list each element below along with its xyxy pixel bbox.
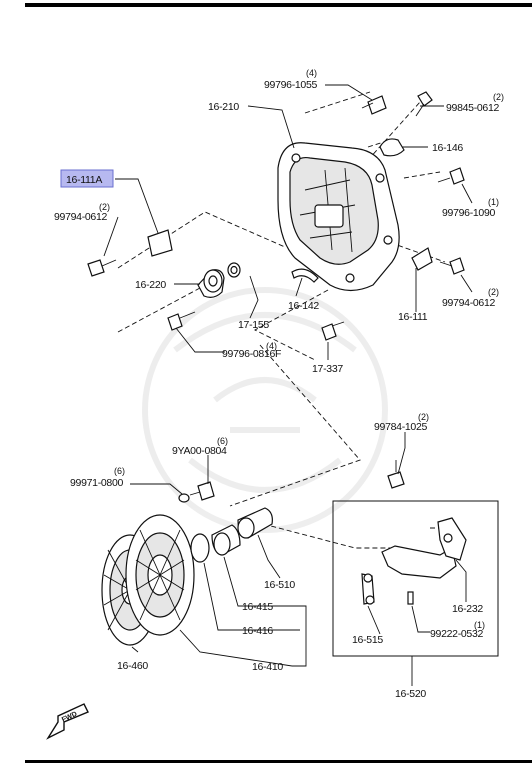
label-9YA00-0804: 9YA00-0804 xyxy=(172,445,227,457)
label-16-410: 16-410 xyxy=(252,661,283,673)
label-99971-0800: 99971-0800 xyxy=(70,477,124,489)
inset-box-16-520 xyxy=(332,500,499,657)
label-99794-0612-right: 99794-0612 xyxy=(442,297,496,309)
qty-99796-1090: (1) xyxy=(488,197,499,207)
label-16-142: 16-142 xyxy=(288,300,319,312)
cap-16-146[interactable] xyxy=(379,138,405,157)
spring-16-515[interactable] xyxy=(361,573,375,605)
bolt-99794-0612-left[interactable] xyxy=(87,259,117,277)
label-16-415: 16-415 xyxy=(242,601,273,613)
label-99796-1055: 99796-1055 xyxy=(264,79,318,91)
clip-16-142[interactable] xyxy=(291,268,319,283)
callout-labels: (4) 99796-1055 (2) 99845-0612 16-210 16-… xyxy=(54,68,504,700)
dashed-assembly-lines xyxy=(117,91,450,549)
plate-16-111[interactable] xyxy=(411,247,433,271)
label-16-111A[interactable]: 16-111A xyxy=(66,174,103,186)
qty-99794-0612-right: (2) xyxy=(488,287,499,297)
fwd-label: FWD xyxy=(61,711,78,724)
seal-17-155[interactable] xyxy=(227,262,241,278)
label-16-416: 16-416 xyxy=(242,625,273,637)
bearing-16-415[interactable] xyxy=(211,524,241,556)
leader-lines xyxy=(103,84,473,686)
release-fork-16-232[interactable] xyxy=(381,517,467,579)
label-16-460: 16-460 xyxy=(117,660,148,672)
qty-99971-0800: (6) xyxy=(114,466,125,476)
label-16-210: 16-210 xyxy=(208,101,239,113)
bolt-99796-1055[interactable] xyxy=(361,95,387,115)
label-16-510: 16-510 xyxy=(264,579,295,591)
clutch-housing-16-210[interactable] xyxy=(277,142,400,292)
ring-16-416[interactable] xyxy=(190,533,210,563)
slave-cylinder-16-510[interactable] xyxy=(237,507,273,539)
washer-99971-0800[interactable] xyxy=(178,493,190,503)
qty-9YA00-0804: (6) xyxy=(217,436,228,446)
watermark-crest xyxy=(142,287,388,533)
highlight-16-111A xyxy=(60,169,114,188)
qty-99796-0816F: (4) xyxy=(266,341,277,351)
label-16-515: 16-515 xyxy=(352,634,383,646)
qty-99796-1055: (4) xyxy=(306,68,317,78)
label-17-337: 17-337 xyxy=(312,363,343,375)
bolt-99784-1025[interactable] xyxy=(387,460,405,489)
qty-99784-1025: (2) xyxy=(418,412,429,422)
label-99794-0612-left: 99794-0612 xyxy=(54,211,108,223)
pin-99222-0532[interactable] xyxy=(407,591,414,605)
bolt-99796-1090[interactable] xyxy=(437,167,465,185)
label-99784-1025: 99784-1025 xyxy=(374,421,428,433)
clutch-cover-16-410[interactable] xyxy=(125,514,195,636)
label-16-111: 16-111 xyxy=(398,311,428,323)
bottom-rule xyxy=(25,760,532,763)
qty-99794-0612-left: (2) xyxy=(99,202,110,212)
qty-99845-0612: (2) xyxy=(493,92,504,102)
bolt-9YA00-0804[interactable] xyxy=(189,481,215,501)
top-rule xyxy=(25,3,532,7)
guide-tube-16-220[interactable] xyxy=(197,269,225,298)
label-99222-0532: 99222-0532 xyxy=(430,628,484,640)
bolt-99794-0612-right[interactable] xyxy=(439,257,465,275)
label-16-520: 16-520 xyxy=(395,688,426,700)
bolt-99796-0816F[interactable] xyxy=(167,311,196,331)
plate-16-111A[interactable] xyxy=(147,229,173,257)
label-16-146: 16-146 xyxy=(432,142,463,154)
qty-99222-0532: (1) xyxy=(474,620,485,630)
label-99796-1090: 99796-1090 xyxy=(442,207,496,219)
label-16-232: 16-232 xyxy=(452,603,483,615)
bolt-17-337[interactable] xyxy=(321,321,345,341)
label-99796-0816F: 99796-0816F xyxy=(222,348,281,360)
label-99845-0612: 99845-0612 xyxy=(446,102,500,114)
label-16-220: 16-220 xyxy=(135,279,166,291)
fwd-arrow-icon: FWD xyxy=(46,703,89,740)
label-17-155: 17-155 xyxy=(238,319,269,331)
